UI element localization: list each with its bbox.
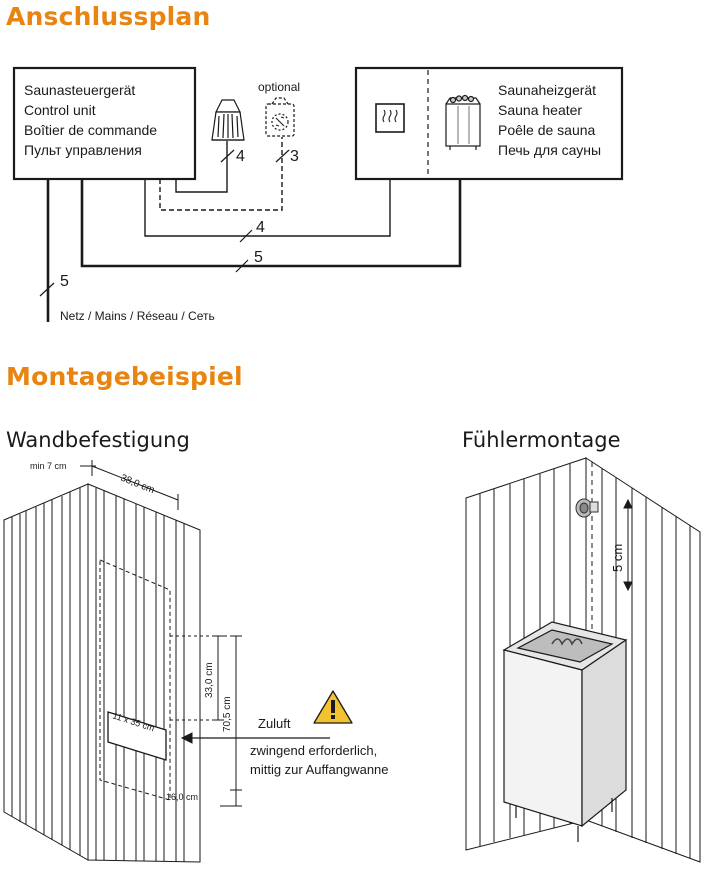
heating-symbol-icon [375, 103, 405, 133]
right-wall [87, 483, 201, 863]
sensor-mounting-drawing [465, 457, 701, 863]
heater-label-en: Sauna heater [498, 102, 582, 118]
heater-position-outline [99, 559, 171, 801]
dim-70-label: 70,5 cm [222, 696, 233, 732]
dim-5cm-label: 5 cm [610, 544, 625, 572]
heater-label-fr: Poêle de sauna [498, 122, 596, 138]
temperature-sensor-icon [575, 498, 599, 518]
air-vent-opening [107, 711, 167, 761]
heater-signal-wire [144, 179, 391, 237]
sensor-mounting-title: Fühlermontage [462, 428, 621, 452]
control-unit-label-fr: Boîtier de commande [24, 122, 157, 138]
air-note-line1: zwingend erforderlich, [250, 743, 377, 758]
air-supply-label: Zuluft [258, 716, 291, 731]
lamp-icon [211, 99, 245, 141]
width-dimension-line [91, 465, 179, 501]
wire-count-sensor: 3 [290, 148, 299, 165]
wiring-plan-title: Anschlussplan [6, 2, 211, 31]
heater-label-ru: Печь для сауны [498, 142, 601, 158]
optional-label: optional [258, 80, 300, 94]
air-note-line2: mittig zur Auffangwanne [250, 762, 389, 777]
dim-16-label: 16,0 cm [166, 792, 198, 802]
sauna-heater-box [354, 66, 624, 181]
control-unit-label-de: Saunasteuergerät [24, 82, 135, 98]
dim-min-label: min 7 cm [30, 461, 67, 471]
control-unit-box [12, 66, 197, 181]
heater-power-wire [80, 179, 462, 268]
wall-mounting-title: Wandbefestigung [6, 428, 190, 452]
heater-stove-icon [445, 94, 481, 150]
control-unit-label-en: Control unit [24, 102, 96, 118]
wire-count-lamp: 4 [236, 148, 245, 165]
mains-label: Netz / Mains / Réseau / Сеть [60, 309, 215, 323]
control-unit-label-ru: Пульт управления [24, 142, 142, 158]
lamp-wire [175, 141, 228, 193]
wiring-labels: Saunasteuergerät Control unit Boîtier de… [24, 80, 601, 323]
wall-mounting-drawing [3, 460, 330, 863]
warning-icon [313, 690, 353, 724]
wire-count-mains: 5 [60, 273, 69, 290]
sauna-heater-stove [502, 621, 628, 842]
dim-33-label: 33,0 cm [204, 662, 215, 698]
wire-count-heater-signal: 4 [256, 219, 265, 236]
wire-count-heater-power: 5 [254, 249, 263, 266]
left-wall [3, 483, 89, 861]
mounting-example-title: Montagebeispiel [6, 362, 243, 391]
optional-sensor-wire [159, 137, 283, 211]
wiring-diagram [12, 66, 624, 322]
optional-sensor-icon [265, 97, 295, 137]
dim-width-label: 38,0 cm [119, 473, 156, 497]
heater-label-de: Saunaheizgerät [498, 82, 596, 98]
